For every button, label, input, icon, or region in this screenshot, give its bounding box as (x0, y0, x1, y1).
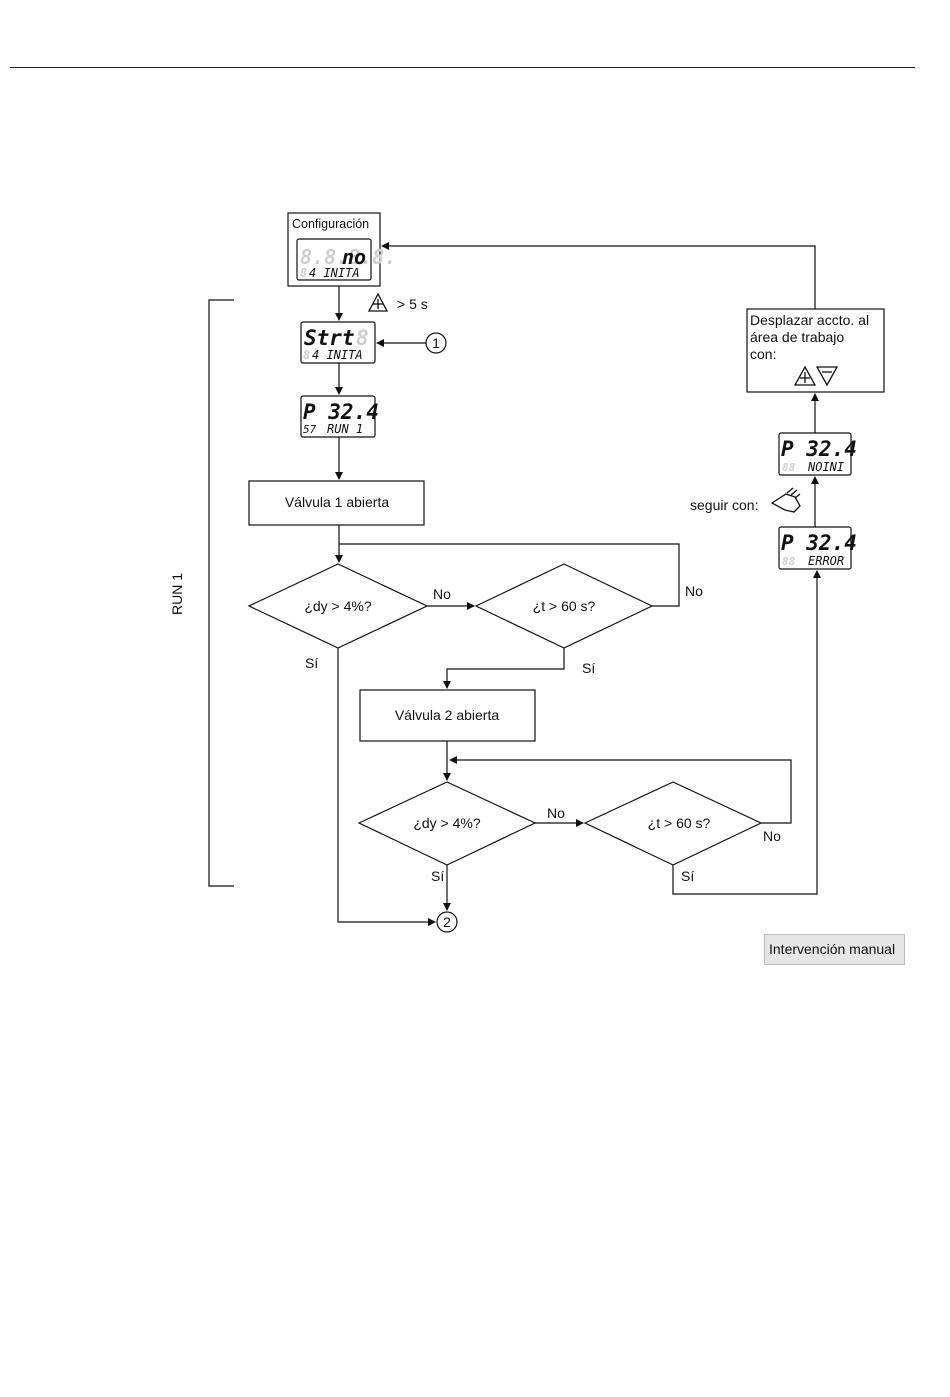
config-box-title: Configuración (292, 217, 369, 231)
press-duration-label: > 5 s (397, 296, 428, 312)
move-box-line-3: con: (750, 346, 776, 362)
continue-with-label: seguir con: (690, 497, 758, 513)
connector-2-label: 2 (443, 914, 451, 930)
valve-2-label: Válvula 2 abierta (395, 707, 500, 723)
si-label-3: Sí (431, 868, 444, 884)
run-1-bracket (209, 300, 234, 886)
no-label-3: No (547, 805, 565, 821)
no-label-4: No (763, 828, 781, 844)
move-box-line-1: Desplazar accto. al (750, 312, 869, 328)
run-lcd-main: P 32.4 (303, 400, 379, 424)
run-lcd-sub-prefix: 57 (303, 423, 317, 436)
run-lcd-sub: RUN 1 (327, 422, 363, 436)
start-lcd-sub: 4 INITA (312, 348, 363, 362)
no-label-2: No (685, 583, 703, 599)
manual-intervention-badge: Intervención manual (764, 934, 905, 965)
run-1-label: RUN 1 (169, 573, 185, 615)
error-lcd-sub: ERROR (808, 554, 844, 568)
decision-t-1-label: ¿t > 60 s? (533, 598, 596, 614)
plus-button-icon (369, 294, 387, 311)
hand-icon (772, 488, 800, 512)
decision-dy-1-label: ¿dy > 4%? (304, 598, 372, 614)
noini-lcd-sub: NOINI (807, 460, 844, 474)
error-lcd-main: P 32.4 (781, 531, 857, 555)
si-label-1: Sí (305, 655, 318, 671)
config-lcd-sub: 4 INITA (309, 266, 360, 280)
start-lcd-sub-ghost: 8 (303, 348, 310, 362)
connector-1-label: 1 (432, 335, 440, 351)
decision-dy-2-label: ¿dy > 4%? (413, 815, 481, 831)
move-box-line-2: área de trabajo (750, 329, 844, 345)
decision-t-2-label: ¿t > 60 s? (648, 815, 711, 831)
start-lcd-main: Strt (304, 326, 355, 350)
no-label-1: No (433, 586, 451, 602)
si-label-2: Sí (582, 660, 595, 676)
noini-lcd-main: P 32.4 (781, 437, 857, 461)
start-lcd-ghost: 8 (356, 326, 369, 350)
minus-button-icon (817, 367, 837, 385)
si-label-4: Sí (681, 868, 694, 884)
error-lcd-sub-ghost: 88 (782, 555, 796, 568)
plus-button-icon (795, 367, 815, 385)
config-lcd-sub-ghost: 8 (300, 266, 307, 280)
noini-lcd-sub-ghost: 88 (782, 461, 796, 474)
valve-1-label: Válvula 1 abierta (285, 494, 390, 510)
